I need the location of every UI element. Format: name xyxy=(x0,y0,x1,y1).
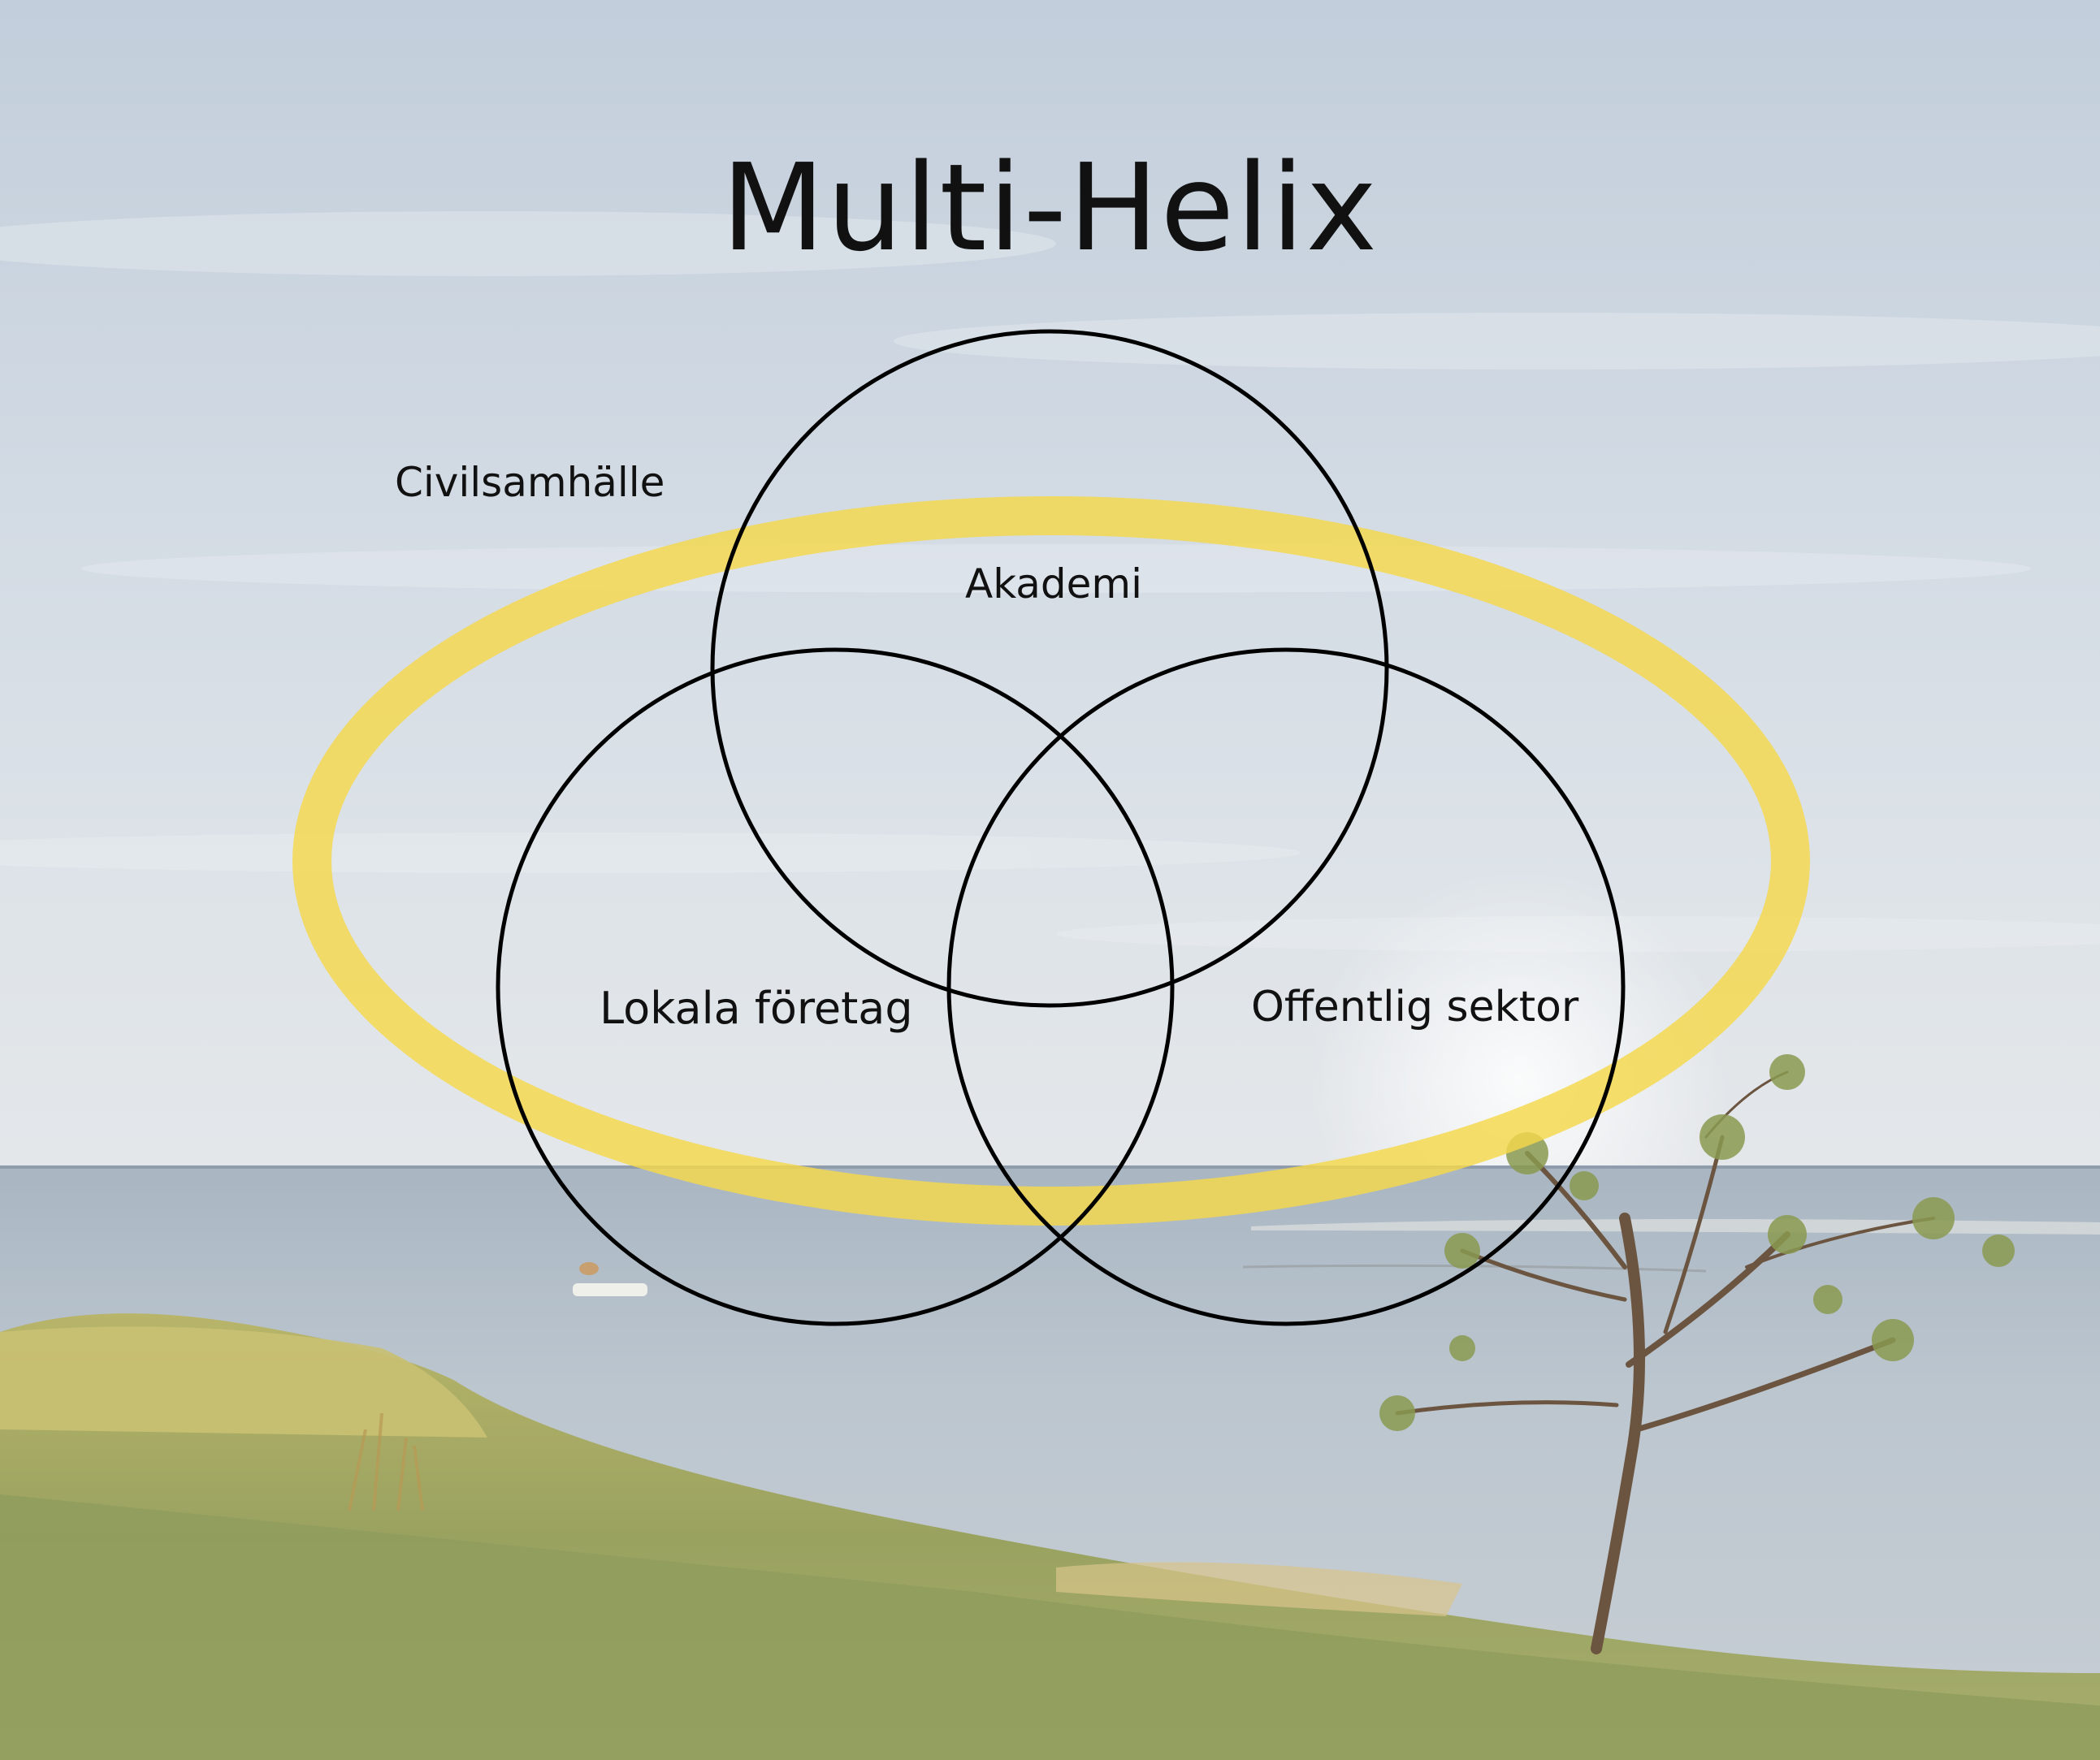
label-civilsamhalle: Civilsamhälle xyxy=(395,459,665,506)
civilsamhalle-ring xyxy=(292,496,1810,1226)
offentlig-sektor-circle xyxy=(946,647,1626,1326)
label-akademi: Akademi xyxy=(965,560,1143,608)
label-offentlig-sektor: Offentlig sektor xyxy=(1251,983,1579,1031)
diagram-title: Multi-Helix xyxy=(721,138,1379,278)
lokala-foretag-circle xyxy=(496,647,1175,1326)
akademi-circle xyxy=(710,329,1389,1008)
label-lokala-foretag: Lokala företag xyxy=(600,983,913,1034)
